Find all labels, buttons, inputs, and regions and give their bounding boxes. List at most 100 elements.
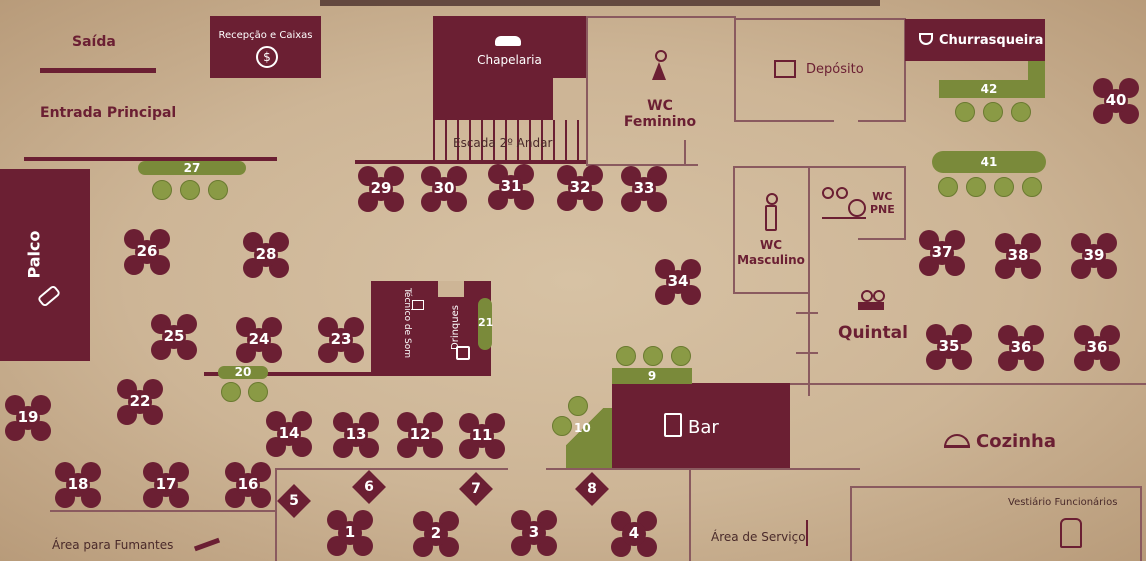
wall [808,166,810,396]
table-number: 8 [587,481,597,497]
wall [689,468,691,561]
bar-label: Bar [688,417,719,438]
wall [810,166,906,168]
kitchen-label: Cozinha [976,431,1056,452]
dollar-icon: $ [256,46,278,68]
wall [546,468,860,470]
counter-20[interactable]: 20 [218,366,268,379]
mixer-icon [412,300,424,310]
stage-corner [0,150,22,170]
table-11[interactable]: 11 [459,413,505,459]
wall [796,312,818,314]
table-16[interactable]: 17 [143,462,189,508]
wc-female-label: WC Feminino [623,98,697,130]
stairs-wall [355,160,587,164]
boxes-icon [774,60,796,78]
stool [552,416,572,436]
table-39[interactable]: 39 [1071,233,1117,279]
table-33[interactable]: 34 [655,259,701,305]
table-32[interactable]: 33 [621,166,667,212]
stool [994,177,1014,197]
barbecue-box[interactable]: Churrasqueira [905,19,1045,61]
table-number: 32 [569,178,591,196]
counter-10[interactable]: 10 [566,408,612,468]
cloakroom-label: Chapelaria [477,53,542,67]
stage-rail [204,372,376,376]
accessible-icon [822,187,866,219]
wall [904,18,906,122]
staff-room-label: Vestiário Funcionários [1008,497,1118,508]
table-12[interactable]: 12 [397,412,443,458]
table-29[interactable]: 30 [421,166,467,212]
sound-tech-label: Técnico de Som [402,287,413,359]
main-entrance-label: Entrada Principal [40,105,177,121]
cocktail-icon [456,346,470,360]
beer-mug-icon [664,413,682,437]
stool [938,177,958,197]
table-30[interactable]: 31 [488,164,534,210]
wall [684,140,686,166]
table-number: 7 [471,481,481,497]
storage-label: Depósito [806,62,864,77]
table-38[interactable]: 38 [995,233,1041,279]
table-17[interactable]: 18 [55,462,101,508]
wall [275,468,277,561]
stool [152,180,172,200]
table-number: 17 [155,475,177,493]
table-4[interactable]: 4 [611,511,657,557]
table-number: 29 [370,179,392,197]
table-36[interactable]: 36 [1074,325,1120,371]
counter-21-label: 21 [478,316,494,329]
table-22[interactable]: 23 [318,317,364,363]
stage-label: Palco [24,230,44,279]
stool [248,382,268,402]
wall [734,120,834,122]
counter-42[interactable]: 42 [939,80,1039,98]
table-18[interactable]: 19 [5,395,51,441]
wc-pne-label: WC PNE [870,190,895,216]
drinks-label: Drinques [449,305,461,350]
table-24[interactable]: 25 [151,314,197,360]
table-13[interactable]: 13 [333,412,379,458]
stage[interactable] [0,169,90,361]
table-23[interactable]: 24 [236,317,282,363]
table-28[interactable]: 29 [358,166,404,212]
counter-41[interactable]: 41 [932,151,1046,173]
stairs-label: Escada 2º Andar [453,136,553,150]
table-35[interactable]: 36 [998,325,1044,371]
table-number: 35 [938,337,960,355]
counter-27[interactable]: 27 [138,161,246,175]
cloakroom-box[interactable]: Chapelaria [433,16,588,120]
table-1[interactable]: 1 [327,510,373,556]
counter-9[interactable]: 9 [612,368,692,384]
table-number: 23 [330,330,352,348]
table-34[interactable]: 35 [926,324,972,370]
table-2[interactable]: 2 [413,511,459,557]
stool [1011,102,1031,122]
table-3[interactable]: 3 [511,510,557,556]
sound-booth[interactable] [371,281,491,376]
wall [586,164,698,166]
table-40[interactable]: 40 [1093,78,1139,124]
table-26[interactable]: 28 [243,232,289,278]
bar-area[interactable] [612,383,790,469]
man-icon [764,193,778,231]
stool [208,180,228,200]
counter-21[interactable]: 21 [478,298,494,350]
cloche-icon [944,434,970,448]
table-25[interactable]: 26 [124,229,170,275]
wall [734,18,904,20]
table-19[interactable]: 22 [117,379,163,425]
wall [858,120,906,122]
table-number: 11 [471,426,493,444]
table-number: 22 [129,392,151,410]
table-31[interactable]: 32 [557,165,603,211]
wall [586,16,734,18]
booth-notch [438,281,464,297]
table-number: 36 [1010,338,1032,356]
table-15[interactable]: 16 [225,462,271,508]
table-37[interactable]: 37 [919,230,965,276]
table-14[interactable]: 14 [266,411,312,457]
reception-box[interactable]: Recepção e Caixas $ [210,16,321,78]
